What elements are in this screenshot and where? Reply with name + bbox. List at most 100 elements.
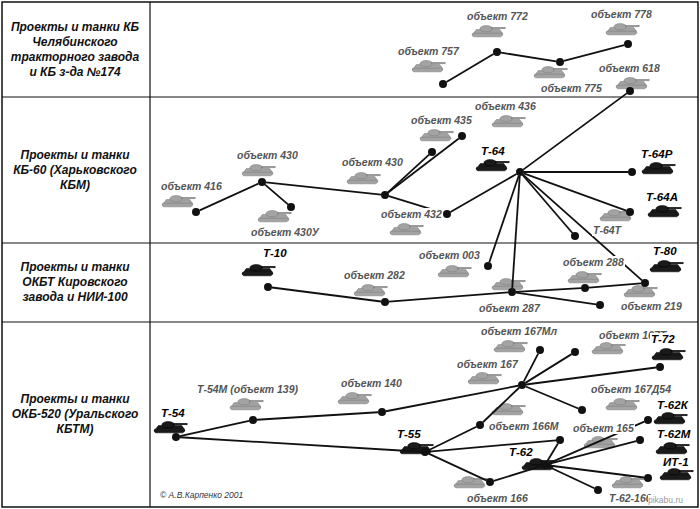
tank-label: объект 435 — [410, 114, 473, 126]
tank-icon — [438, 266, 471, 277]
tank-node: ИТ-1 — [644, 474, 652, 482]
tank-label: объект 416 — [160, 180, 223, 192]
tank-node: Т-64А — [626, 208, 634, 216]
row-header-text: Проекты и танки ОКБТ Кировского завода и… — [2, 260, 148, 305]
tank-label: Т-62К — [656, 399, 689, 411]
tank-node: объект 772 — [493, 48, 501, 56]
tank-node: объект 167Мл — [536, 346, 544, 354]
tank-node: объект 778 — [624, 40, 632, 48]
tank-node: Т-10 — [264, 283, 272, 291]
copyright-note: © А.В.Карпенко 2001 — [160, 490, 243, 500]
design-bureau-row: Проекты и танки КБ-60 (Харьковского КБМ)… — [2, 97, 698, 243]
lineage-line — [429, 427, 477, 450]
tank-node: Т-62М — [636, 436, 644, 444]
tank-node: Т-64 — [516, 168, 524, 176]
tank-icon — [412, 61, 445, 72]
tank-label: объект 436 — [474, 100, 537, 112]
tank-node: объект 430 — [381, 191, 389, 199]
tank-icon — [476, 160, 509, 171]
tank-label: объект 288 — [562, 256, 625, 268]
tank-node: Т-64Т — [571, 232, 579, 240]
tank-node: объект 167Д54 — [578, 406, 586, 414]
tank-label: объект 165 — [572, 422, 635, 434]
row-header-text: Проекты и танки ОКБ-520 (Уральского КБТМ… — [2, 392, 148, 437]
tank-icon — [654, 413, 687, 424]
tank-icon — [606, 24, 639, 35]
lineage-line — [489, 176, 518, 262]
design-bureau-row: Проекты и танки ОКБТ Кировского завода и… — [2, 243, 698, 322]
tank-icon — [347, 173, 380, 184]
tank-label: Т-54 — [160, 407, 186, 419]
tank-node: Т-54 — [172, 433, 180, 441]
tank-label: Т-64А — [645, 191, 679, 203]
tank-label: объект 003 — [418, 249, 481, 261]
tank-node: объект 166 — [486, 478, 494, 486]
watermark: pikabu.ru — [648, 495, 683, 505]
lineage-line — [180, 437, 421, 452]
tank-node: объект 430 — [258, 178, 266, 186]
tank-label: объект 166М — [488, 420, 560, 432]
lineage-line — [265, 185, 288, 205]
lineage-line — [446, 54, 493, 82]
lineage-line — [266, 182, 381, 194]
lineage-line — [501, 53, 556, 62]
tank-icon — [652, 349, 685, 360]
lineage-line — [429, 454, 487, 481]
design-bureau-row: Проекты и танки ОКБ-520 (Уральского КБТМ… — [2, 322, 698, 507]
tank-label: ИТ-1 — [662, 456, 690, 468]
tank-label: Т-62 — [508, 446, 534, 458]
tank-icon — [650, 261, 683, 272]
tank-node: объект 288 — [581, 284, 589, 292]
tank-label: Т-64Р — [640, 148, 673, 160]
tank-label: объект 167 — [456, 358, 519, 370]
tank-node: Т-62-160 — [594, 486, 602, 494]
tank-label: объект 757 — [397, 45, 460, 57]
tank-label: Т-62-160 — [608, 492, 653, 504]
tank-icon — [494, 341, 527, 352]
tank-label: объект 772 — [466, 10, 529, 22]
lineage-line — [549, 441, 636, 464]
tank-node: Т-55 — [421, 448, 429, 456]
tank-icon — [592, 343, 625, 354]
tank-label: Т-62М — [656, 428, 691, 440]
tank-label: объект 167Мл — [480, 325, 558, 337]
tank-icon — [612, 477, 645, 488]
tank-icon — [656, 443, 689, 454]
tank-icon — [660, 469, 693, 480]
lineage-line — [524, 171, 628, 173]
tank-node: Т-54М (объект 139) — [249, 416, 257, 424]
row-divider — [2, 321, 698, 322]
tank-node: объект 757 — [439, 80, 447, 88]
tank-icon — [162, 196, 195, 207]
tank-icon — [534, 67, 567, 78]
tank-label: объект 775 — [540, 82, 603, 94]
lineage-line — [272, 288, 381, 302]
tank-label: объект 432 — [380, 208, 443, 220]
lineage-line — [523, 175, 573, 233]
tank-label: объект 166 — [466, 492, 529, 504]
lineage-line — [589, 283, 641, 287]
tank-node: объект 416 — [192, 208, 200, 216]
lineage-line — [523, 93, 627, 169]
design-bureau-row: Проекты и танки КБ Челябинского тракторн… — [2, 2, 698, 97]
tank-label: объект 282 — [343, 269, 406, 281]
tank-icon — [568, 272, 601, 283]
tank-icon — [606, 399, 639, 410]
lineage-line — [526, 387, 579, 409]
tank-icon — [468, 373, 501, 384]
lineage-line — [564, 45, 624, 61]
tank-node: объект 167Т — [571, 348, 579, 356]
tank-node: объект 282 — [381, 298, 389, 306]
tank-icon — [230, 399, 263, 410]
row-header-text: Проекты и танки КБ-60 (Харьковского КБМ) — [2, 148, 148, 193]
tank-icon — [420, 130, 453, 141]
tank-node: объект 165 — [556, 436, 564, 444]
tank-label: объект 287 — [478, 302, 541, 314]
lineage-line — [450, 174, 516, 212]
tank-icon — [642, 163, 675, 174]
tank-node: объект 219 — [596, 301, 604, 309]
tank-label: объект 219 — [620, 300, 683, 312]
tank-label: объект 140 — [340, 377, 403, 389]
lineage-line — [549, 467, 595, 489]
